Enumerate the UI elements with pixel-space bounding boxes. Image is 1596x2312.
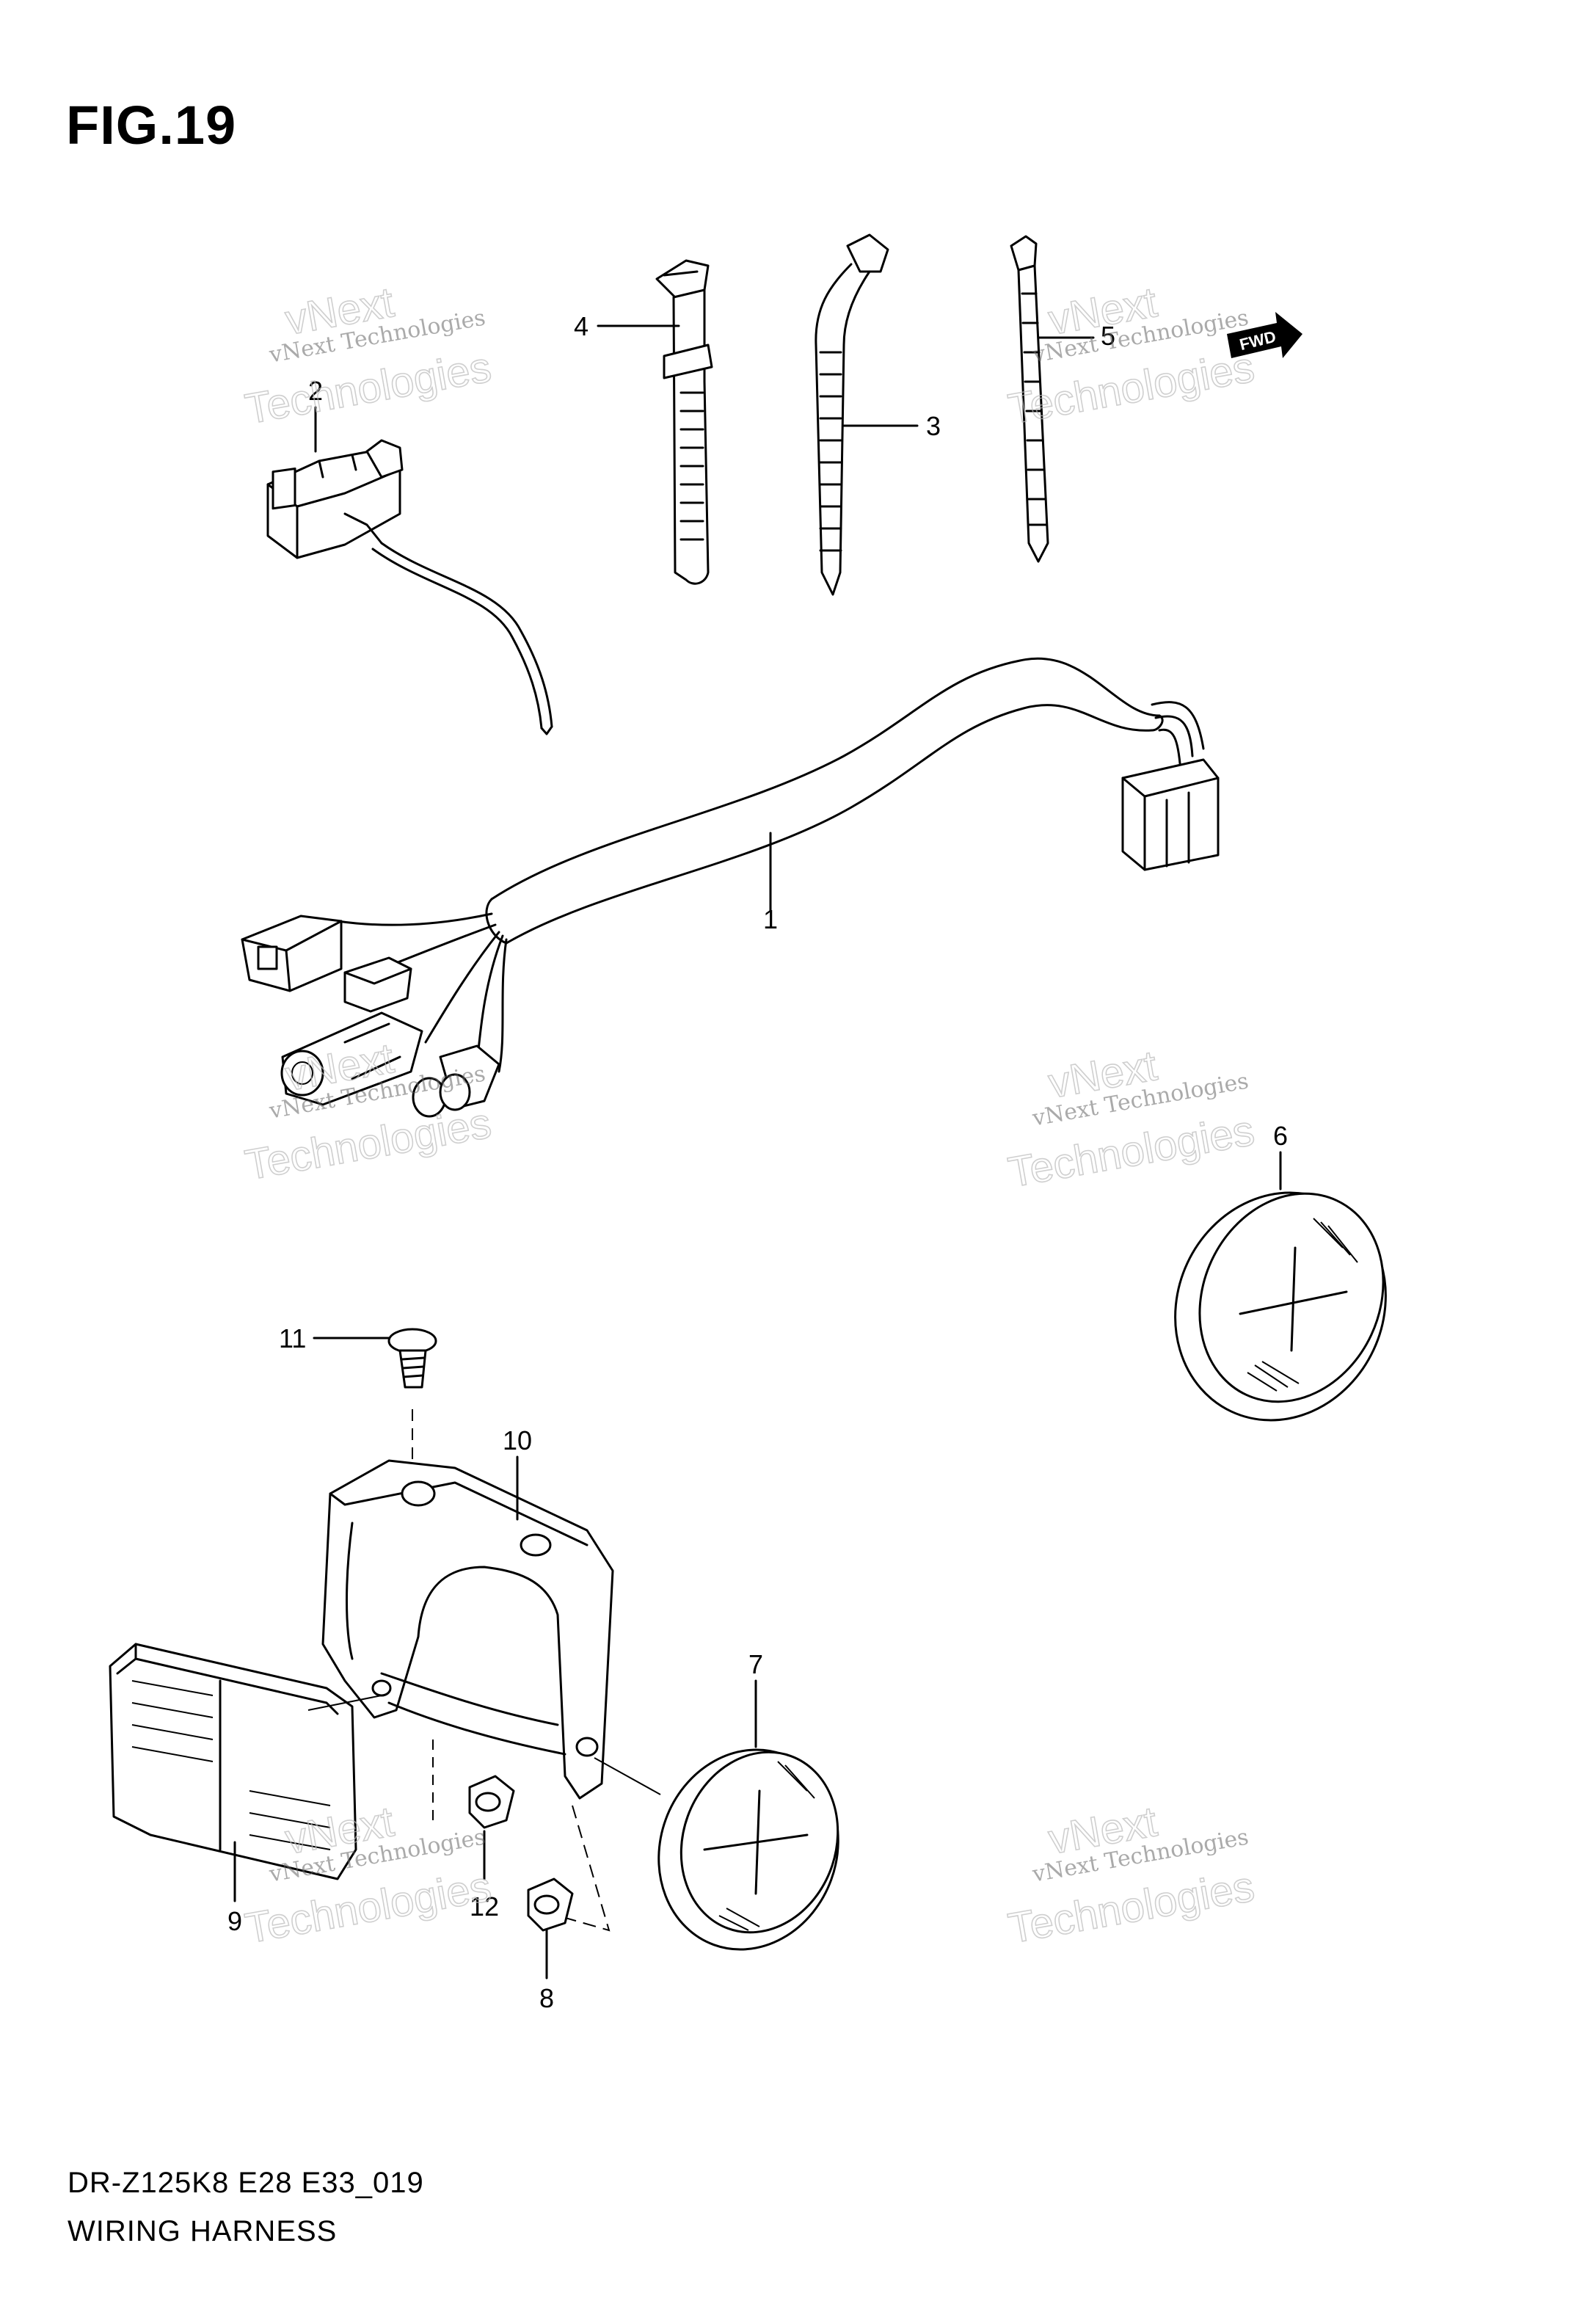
- watermark-top-right: vNext Technologies vNext Technologies: [1005, 277, 1258, 434]
- callout-9: 9: [227, 1906, 242, 1936]
- clamp-band-part: [655, 259, 713, 585]
- section-name: WIRING HARNESS: [68, 2215, 338, 2247]
- screw-part: [387, 1328, 437, 1461]
- callout-labels: 1 2 3 4 5 6 7 8 9 10 11 12: [227, 311, 1288, 2013]
- round-reflector-side-part: [1174, 1191, 1387, 1422]
- callout-11: 11: [279, 1323, 306, 1353]
- nut-part: [527, 1805, 611, 1932]
- switch-connector-part: [266, 439, 553, 735]
- callout-7: 7: [748, 1649, 763, 1679]
- nut-small-part: [432, 1740, 515, 1829]
- callout-1: 1: [763, 904, 778, 934]
- round-reflector-part: [594, 1748, 839, 1951]
- callout-3: 3: [926, 411, 941, 441]
- wiring-harness-part: [241, 657, 1220, 1118]
- watermark-mid-left: vNext Technologies vNext Technologies: [241, 1033, 495, 1190]
- callout-10: 10: [503, 1425, 532, 1455]
- rectangular-reflector-part: [109, 1643, 382, 1880]
- callout-4: 4: [574, 311, 589, 341]
- callout-2: 2: [308, 376, 323, 406]
- callout-5: 5: [1101, 321, 1115, 351]
- model-code: DR-Z125K8 E28 E33_019: [68, 2167, 424, 2199]
- watermark-mid-right: vNext Technologies vNext Technologies: [1005, 1041, 1258, 1197]
- reflector-bracket-part: [321, 1459, 614, 1800]
- callout-12: 12: [470, 1891, 499, 1922]
- cable-tie-part: [815, 233, 889, 596]
- watermark-bottom-right: vNext Technologies vNext Technologies: [1005, 1797, 1258, 1953]
- watermark-top-left: vNext Technologies vNext Technologies: [241, 277, 495, 434]
- leader-lines: [233, 324, 1282, 1980]
- callout-6: 6: [1273, 1121, 1288, 1151]
- fwd-direction-arrow: FWD: [1227, 312, 1302, 358]
- figure-title: FIG.19: [66, 95, 237, 156]
- cable-tie-long-part: [1010, 235, 1049, 563]
- callout-8: 8: [539, 1983, 554, 2013]
